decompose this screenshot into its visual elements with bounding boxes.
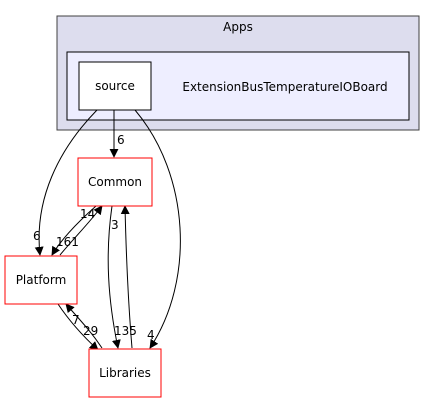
node-source[interactable]: source bbox=[78, 61, 152, 111]
edge-label-platform-libraries: 7 bbox=[72, 313, 80, 327]
edge-label-common-platform: 14 bbox=[80, 207, 95, 221]
node-common[interactable]: Common bbox=[77, 157, 153, 207]
node-platform-box bbox=[4, 255, 78, 305]
edge-libraries-common bbox=[120, 205, 133, 349]
cluster-apps-label: Apps bbox=[223, 20, 253, 34]
edge-label-source-platform: 6 bbox=[33, 229, 41, 243]
edges bbox=[34, 109, 181, 351]
edge-label-source-common: 6 bbox=[117, 133, 125, 147]
edge-label-libraries-common: 3 bbox=[111, 218, 119, 232]
cluster-extension-bus-label: ExtensionBusTemperatureIOBoard bbox=[182, 80, 387, 94]
edge-common-platform bbox=[51, 205, 97, 256]
edge-label-platform-common: 161 bbox=[56, 235, 79, 249]
edge-source-libraries bbox=[134, 109, 181, 349]
edge-common-libraries bbox=[107, 205, 121, 349]
edge-label-common-libraries: 135 bbox=[114, 324, 137, 338]
node-libraries[interactable]: Libraries bbox=[88, 348, 162, 398]
edge-source-platform bbox=[34, 109, 98, 256]
edge-labels: 6 6 4 14 161 135 3 7 29 bbox=[33, 133, 155, 342]
edge-libraries-platform bbox=[65, 303, 103, 349]
node-source-box bbox=[78, 61, 152, 111]
node-platform[interactable]: Platform bbox=[4, 255, 78, 305]
edge-label-libraries-platform: 29 bbox=[83, 324, 98, 338]
edge-platform-libraries bbox=[57, 303, 99, 351]
node-libraries-box bbox=[88, 348, 162, 398]
node-common-box bbox=[77, 157, 153, 207]
node-platform-label: Platform bbox=[16, 273, 67, 287]
node-source-label: source bbox=[95, 79, 135, 93]
edge-platform-common bbox=[59, 205, 103, 256]
node-libraries-label: Libraries bbox=[99, 366, 151, 380]
edge-label-source-libraries: 4 bbox=[147, 328, 155, 342]
node-common-label: Common bbox=[88, 175, 142, 189]
